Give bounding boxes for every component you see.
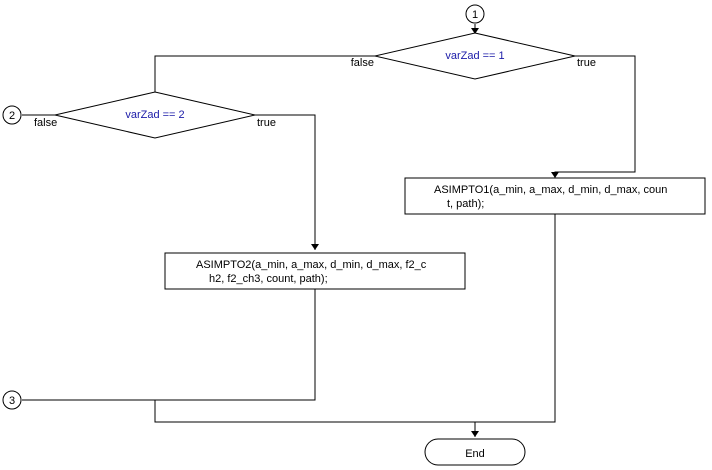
process-2-line2: h2, f2_ch3, count, path); bbox=[209, 273, 328, 285]
process-2[interactable]: ASIMPTO2(a_min, a_max, d_min, d_max, f2_… bbox=[164, 252, 466, 290]
connector-2[interactable]: 2 bbox=[2, 105, 22, 125]
decision-2-false-label: false bbox=[34, 117, 57, 129]
edge-process2-out bbox=[154, 289, 475, 423]
arrowhead-end bbox=[471, 431, 479, 437]
process-1-line1: ASIMPTO1(a_min, a_max, d_min, d_max, cou… bbox=[434, 184, 667, 196]
decision-1-true-label: true bbox=[577, 57, 596, 69]
decision-2-condition: varZad == 2 bbox=[125, 109, 184, 121]
decision-1-condition: varZad == 1 bbox=[445, 50, 504, 62]
arrowhead-decision1 bbox=[471, 28, 479, 34]
end-label: End bbox=[465, 448, 485, 460]
decision-2-true-label: true bbox=[257, 117, 276, 129]
decision-1[interactable]: varZad == 1 bbox=[374, 32, 576, 80]
process-1[interactable]: ASIMPTO1(a_min, a_max, d_min, d_max, cou… bbox=[404, 177, 706, 215]
connector-1-label: 1 bbox=[472, 9, 478, 21]
connector-3[interactable]: 3 bbox=[2, 390, 22, 410]
arrowhead-process2 bbox=[311, 244, 319, 250]
connector-3-label: 3 bbox=[9, 395, 15, 407]
decision-1-false-label: false bbox=[351, 57, 374, 69]
edge-process1-out bbox=[475, 214, 556, 423]
connector-2-label: 2 bbox=[9, 110, 15, 122]
decision-2[interactable]: varZad == 2 bbox=[54, 91, 256, 139]
connector-1[interactable]: 1 bbox=[465, 4, 485, 24]
process-1-line2: t, path); bbox=[447, 198, 484, 210]
edge-decision1-true bbox=[554, 55, 636, 178]
edges bbox=[22, 24, 636, 437]
end-terminator[interactable]: End bbox=[424, 438, 526, 466]
arrowhead-process1 bbox=[551, 172, 559, 178]
process-2-line1: ASIMPTO2(a_min, a_max, d_min, d_max, f2_… bbox=[196, 259, 427, 271]
edge-decision2-true bbox=[255, 114, 316, 250]
